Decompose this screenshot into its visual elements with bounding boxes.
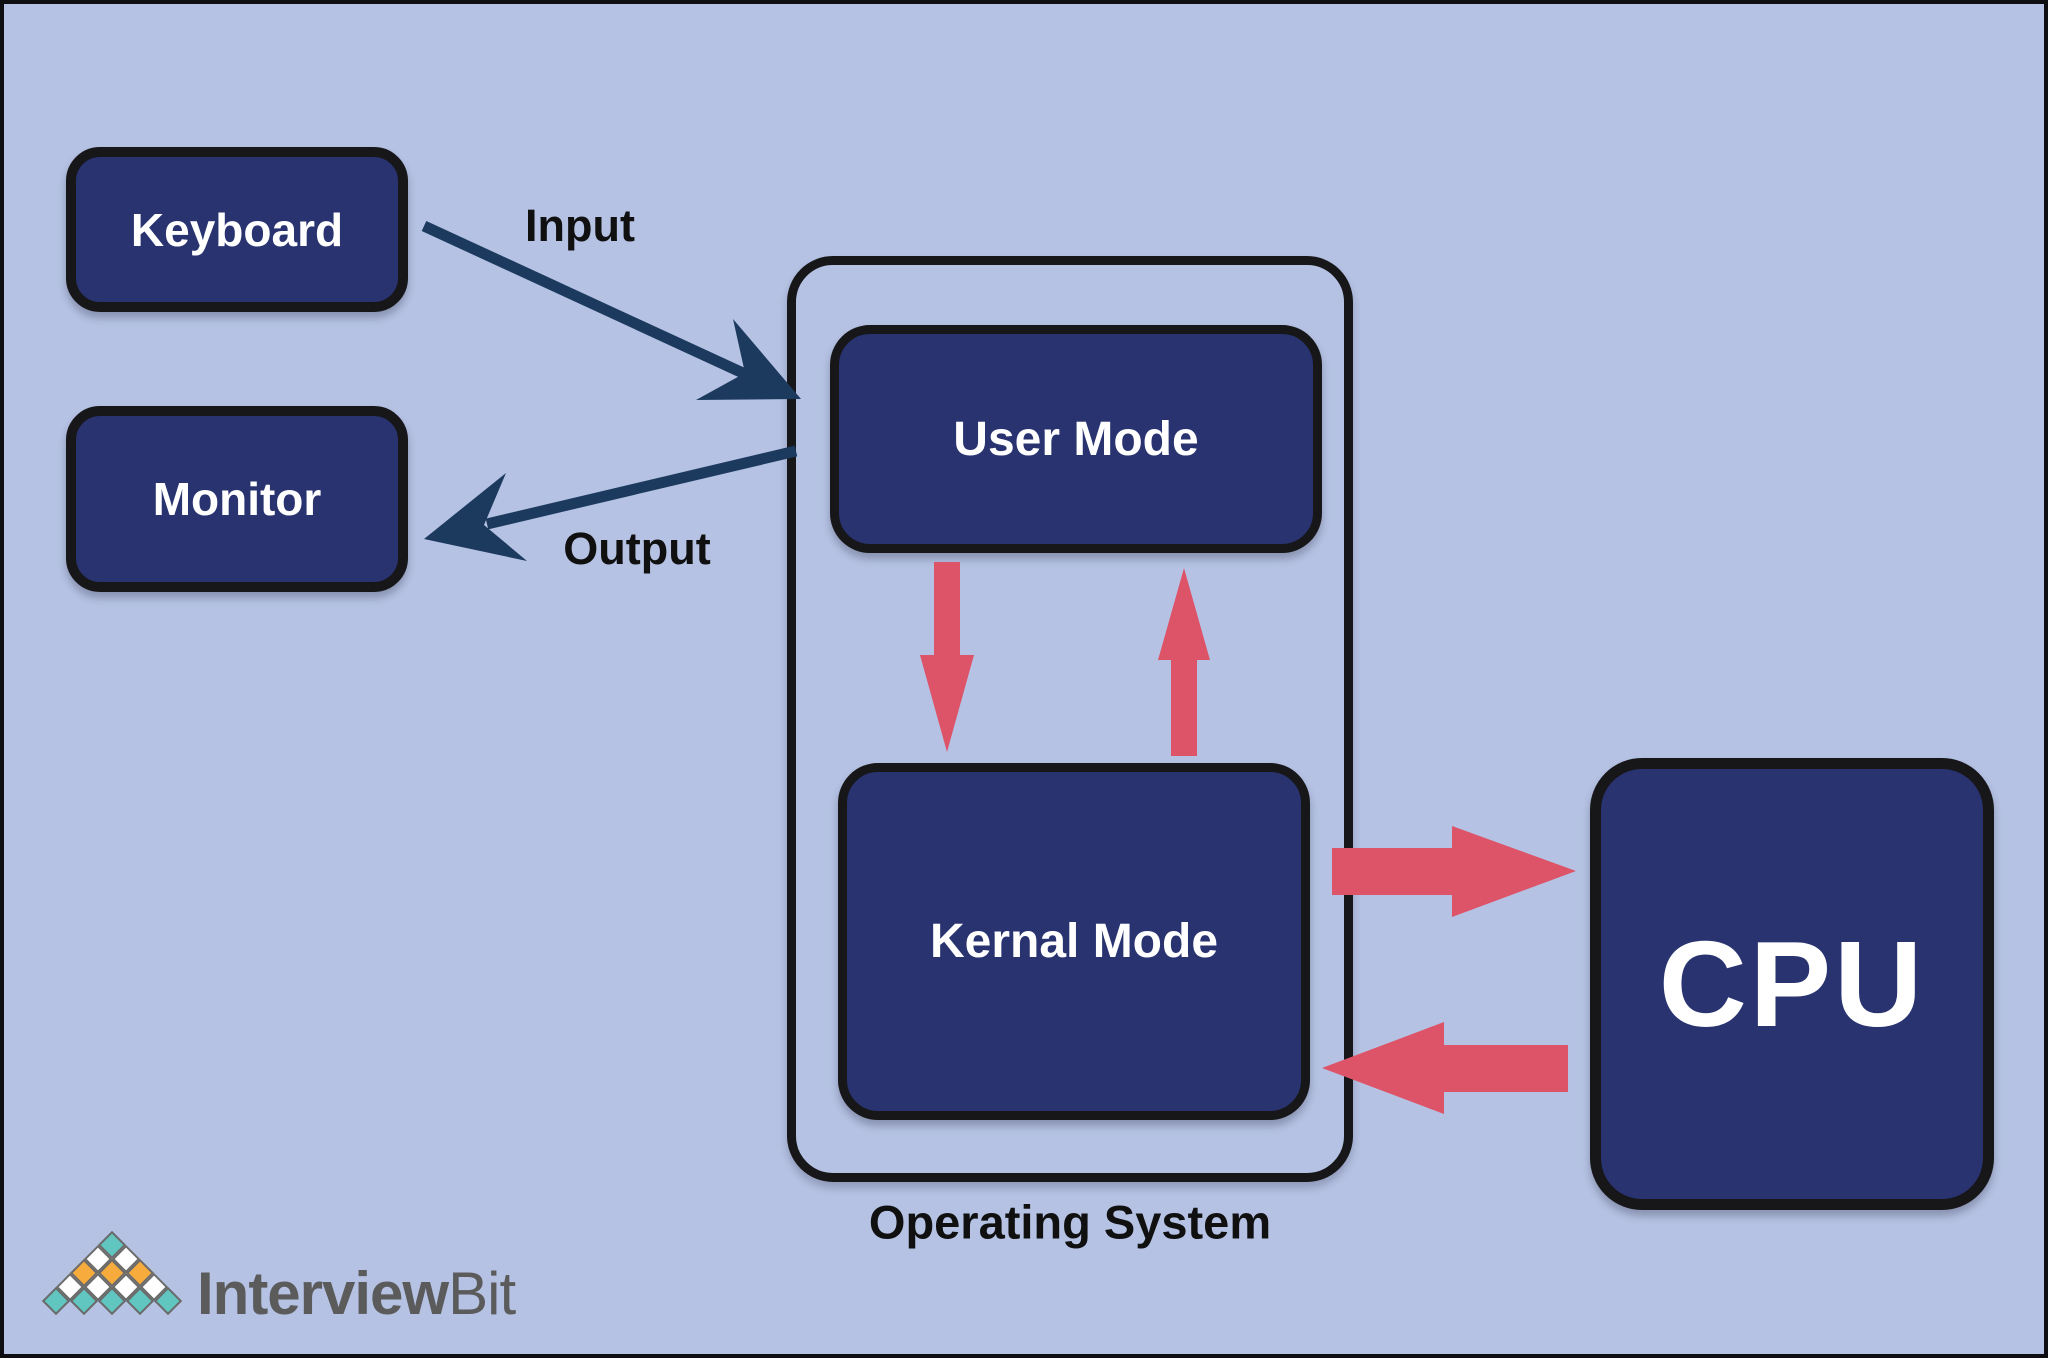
monitor-label: Monitor: [152, 473, 322, 525]
output-arrowhead-icon: [424, 473, 527, 561]
brand-text-bit: Bit: [448, 1260, 516, 1327]
user-mode-box: User Mode: [830, 325, 1322, 553]
kernel-mode-box: Kernal Mode: [838, 763, 1310, 1120]
cpu-box: CPU: [1590, 758, 1994, 1210]
input-flow-label: Input: [525, 200, 635, 251]
interviewbit-wordmark: InterviewBit: [197, 1260, 516, 1327]
input-arrowhead-icon: [696, 319, 801, 400]
cpu-to-kernel-arrow-icon: [1322, 1022, 1568, 1114]
keyboard-box: Keyboard: [66, 147, 408, 312]
operating-system-label: Operating System: [868, 1195, 1272, 1249]
kernel-mode-label: Kernal Mode: [929, 915, 1219, 968]
operating-system-container: User Mode Kernal Mode: [787, 256, 1353, 1182]
keyboard-label: Keyboard: [130, 203, 344, 256]
kernel-to-cpu-arrow-icon: [1332, 826, 1576, 917]
user-mode-label: User Mode: [953, 412, 1199, 466]
brand-text-interview: Interview: [197, 1260, 449, 1327]
monitor-box: Monitor: [66, 406, 408, 592]
output-flow-label: Output: [563, 523, 711, 574]
output-arrow-line: [485, 445, 798, 530]
cpu-label: CPU: [1658, 916, 1926, 1052]
